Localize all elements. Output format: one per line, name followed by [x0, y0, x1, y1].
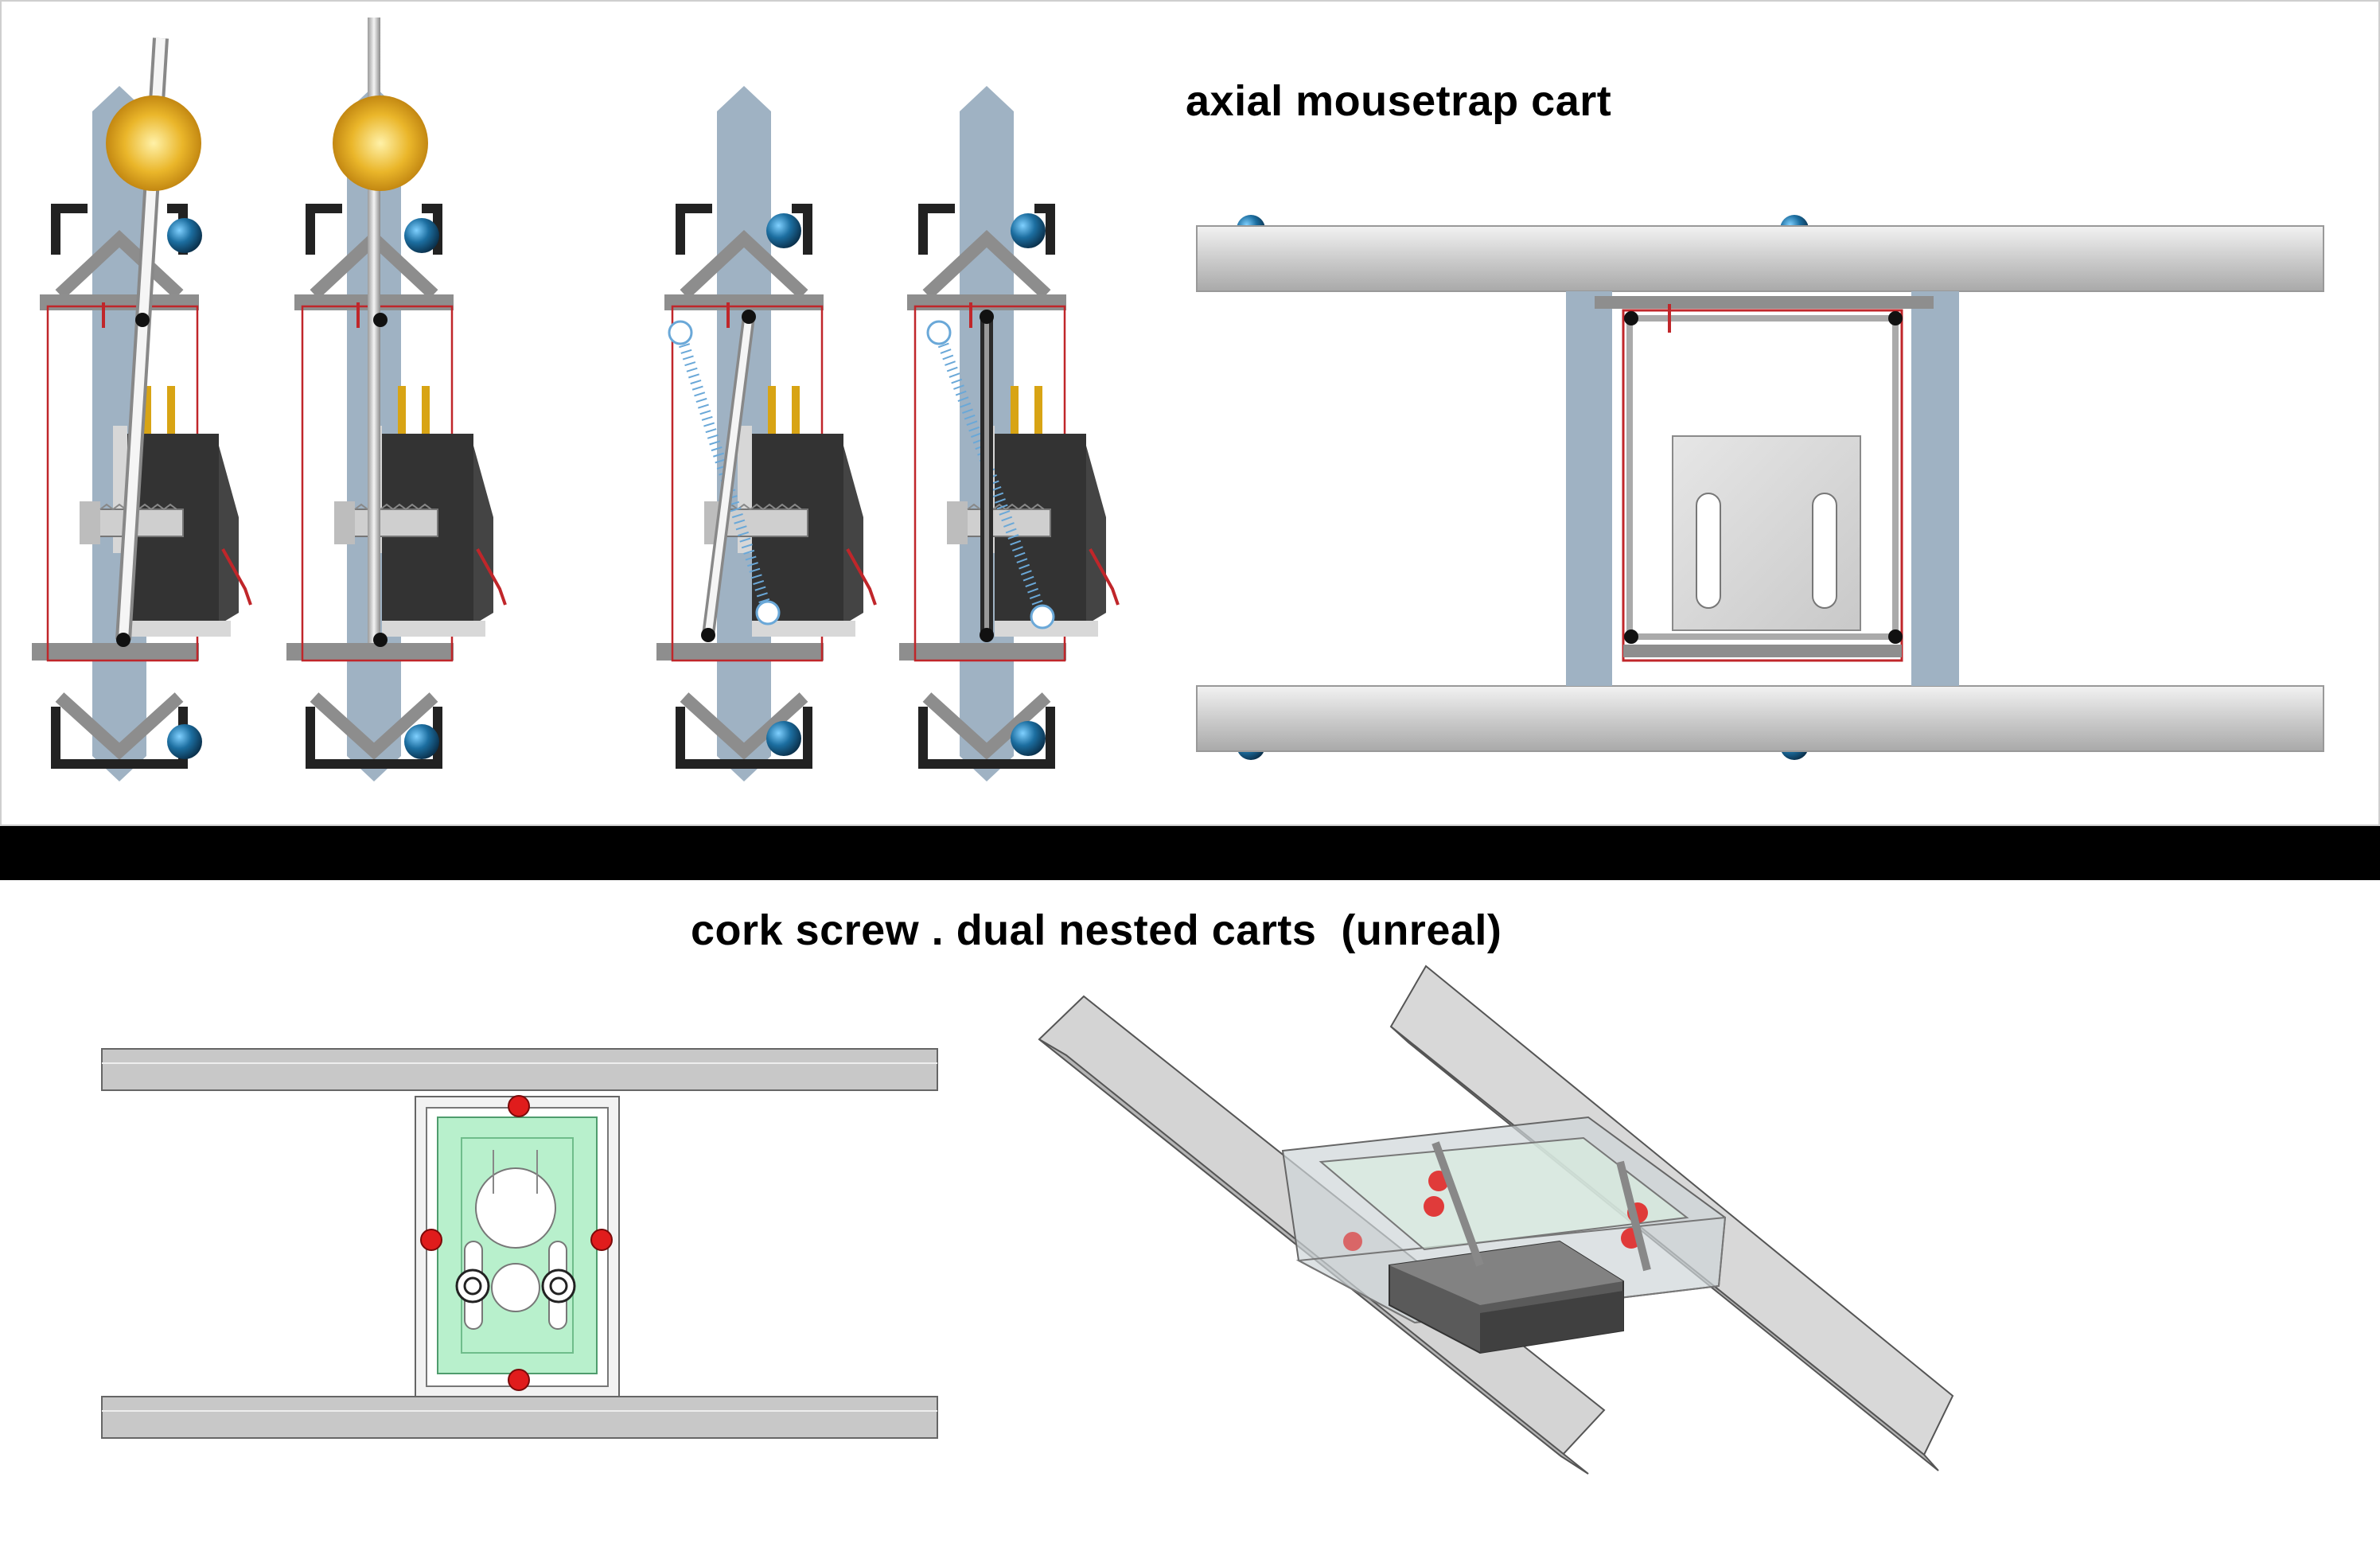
top-rail — [1196, 225, 2324, 292]
blue-ball-bearing-icon — [1011, 213, 1046, 248]
gold-pulley-icon — [333, 95, 428, 191]
red-pin-icon — [508, 1369, 530, 1391]
top-section-title: axial mousetrap cart — [1186, 77, 1612, 125]
bottom-section-title: cork screw . dual nested carts (unreal) — [691, 906, 1502, 954]
red-pin-icon — [508, 1095, 530, 1117]
dual-nested-carts-isometric-view — [1038, 965, 1954, 1475]
bottom-rail — [101, 1396, 938, 1439]
blue-ball-bearing-icon — [404, 724, 439, 759]
axial-cart-top-view — [1196, 215, 2324, 760]
red-pin-icon — [1343, 1232, 1362, 1251]
left-slide-column — [1566, 291, 1612, 686]
blue-ball-bearing-icon — [167, 724, 202, 759]
bottom-rail — [1196, 685, 2324, 752]
cart-unit-4 — [899, 86, 1118, 781]
right-slide-column — [1911, 291, 1959, 686]
blue-ball-bearing-icon — [167, 218, 202, 253]
red-pin-icon — [1424, 1196, 1444, 1217]
top-rail — [101, 1048, 938, 1091]
blue-ball-bearing-icon — [766, 213, 801, 248]
red-pin-icon — [420, 1229, 442, 1251]
blue-ball-bearing-icon — [1011, 721, 1046, 756]
cart-unit-2 — [286, 18, 505, 781]
blue-ball-bearing-icon — [766, 721, 801, 756]
red-pin-icon — [590, 1229, 613, 1251]
blue-ball-bearing-icon — [404, 218, 439, 253]
cart-unit-1 — [32, 37, 251, 781]
dual-nested-carts-top-view — [101, 1048, 938, 1439]
cart-unit-3 — [656, 86, 875, 781]
gold-pulley-icon — [106, 95, 201, 191]
section-divider — [0, 826, 2380, 880]
